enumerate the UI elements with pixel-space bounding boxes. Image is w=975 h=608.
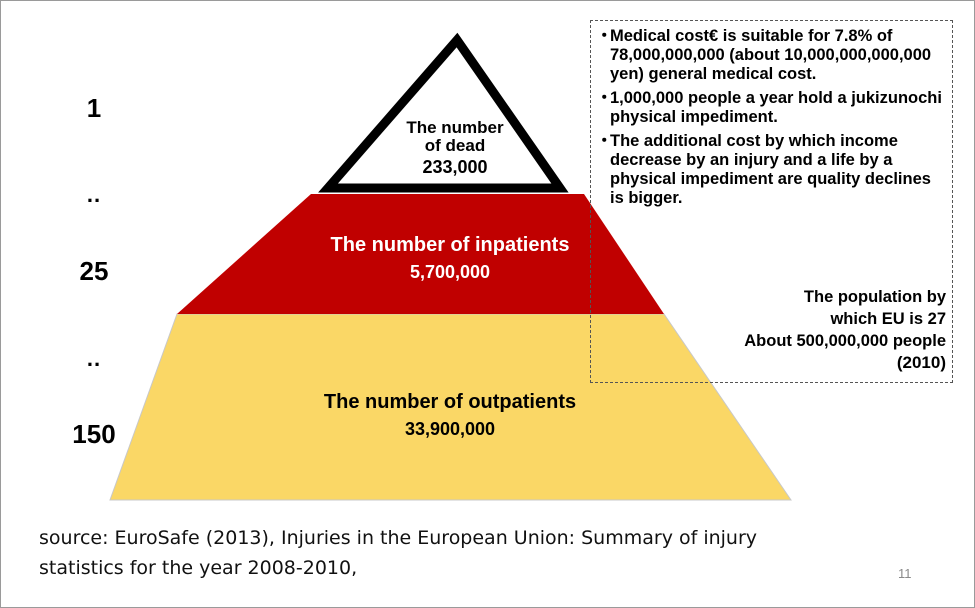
inpatients-value: 5,700,000 bbox=[409, 262, 491, 282]
source-line2: statistics for the year 2008-2010, bbox=[39, 557, 358, 579]
ratio-top: 1 bbox=[86, 93, 102, 123]
note-text: 1,000,000 people a year hold a jukizunoc… bbox=[610, 89, 942, 126]
outpatients-label: The number of outpatients 33,900,000 bbox=[270, 391, 630, 440]
population-line2: which EU is 27 bbox=[830, 310, 946, 328]
outpatients-label-text: The number of outpatients bbox=[323, 391, 577, 413]
dead-value: 233,000 bbox=[422, 157, 488, 178]
inpatients-tier bbox=[177, 194, 664, 314]
dead-tier bbox=[318, 32, 569, 193]
ratio-middle: 25 bbox=[79, 256, 109, 286]
ratio-separator: .. bbox=[86, 346, 102, 371]
note-item: ・ The additional cost by which income de… bbox=[594, 132, 946, 208]
bullet-marker: ・ bbox=[596, 27, 613, 45]
source-citation: source: EuroSafe (2013), Injuries in the… bbox=[39, 523, 859, 583]
inpatients-label-text: The number of inpatients bbox=[330, 234, 570, 256]
outpatients-value: 33,900,000 bbox=[404, 419, 496, 439]
dead-label-line2: of dead bbox=[424, 135, 486, 155]
notes-list: ・ Medical cost€ is suitable for 7.8% of … bbox=[591, 21, 952, 208]
ratio-bottom: 150 bbox=[72, 419, 116, 449]
inpatients-label: The number of inpatients 5,700,000 bbox=[280, 234, 620, 283]
source-line1: source: EuroSafe (2013), Injuries in the… bbox=[39, 527, 758, 549]
ratio-separator: .. bbox=[86, 182, 102, 207]
population-year: (2010) bbox=[896, 353, 946, 372]
page-number: 11 bbox=[898, 566, 912, 581]
notes-box: ・ Medical cost€ is suitable for 7.8% of … bbox=[590, 20, 953, 383]
population-line3: About 500,000,000 people bbox=[744, 332, 946, 350]
note-item: ・ 1,000,000 people a year hold a jukizun… bbox=[594, 89, 946, 127]
note-item: ・ Medical cost€ is suitable for 7.8% of … bbox=[594, 27, 946, 84]
dead-label: The number of dead 233,000 bbox=[385, 118, 525, 178]
note-text: Medical cost€ is suitable for 7.8% of 78… bbox=[610, 27, 932, 83]
population-line1: The population by bbox=[803, 288, 946, 306]
bullet-marker: ・ bbox=[596, 132, 613, 150]
population-note: The population by which EU is 27 About 5… bbox=[744, 286, 946, 374]
dead-label-line1: The number bbox=[406, 118, 504, 137]
bullet-marker: ・ bbox=[596, 89, 613, 107]
note-text: The additional cost by which income decr… bbox=[610, 132, 931, 207]
